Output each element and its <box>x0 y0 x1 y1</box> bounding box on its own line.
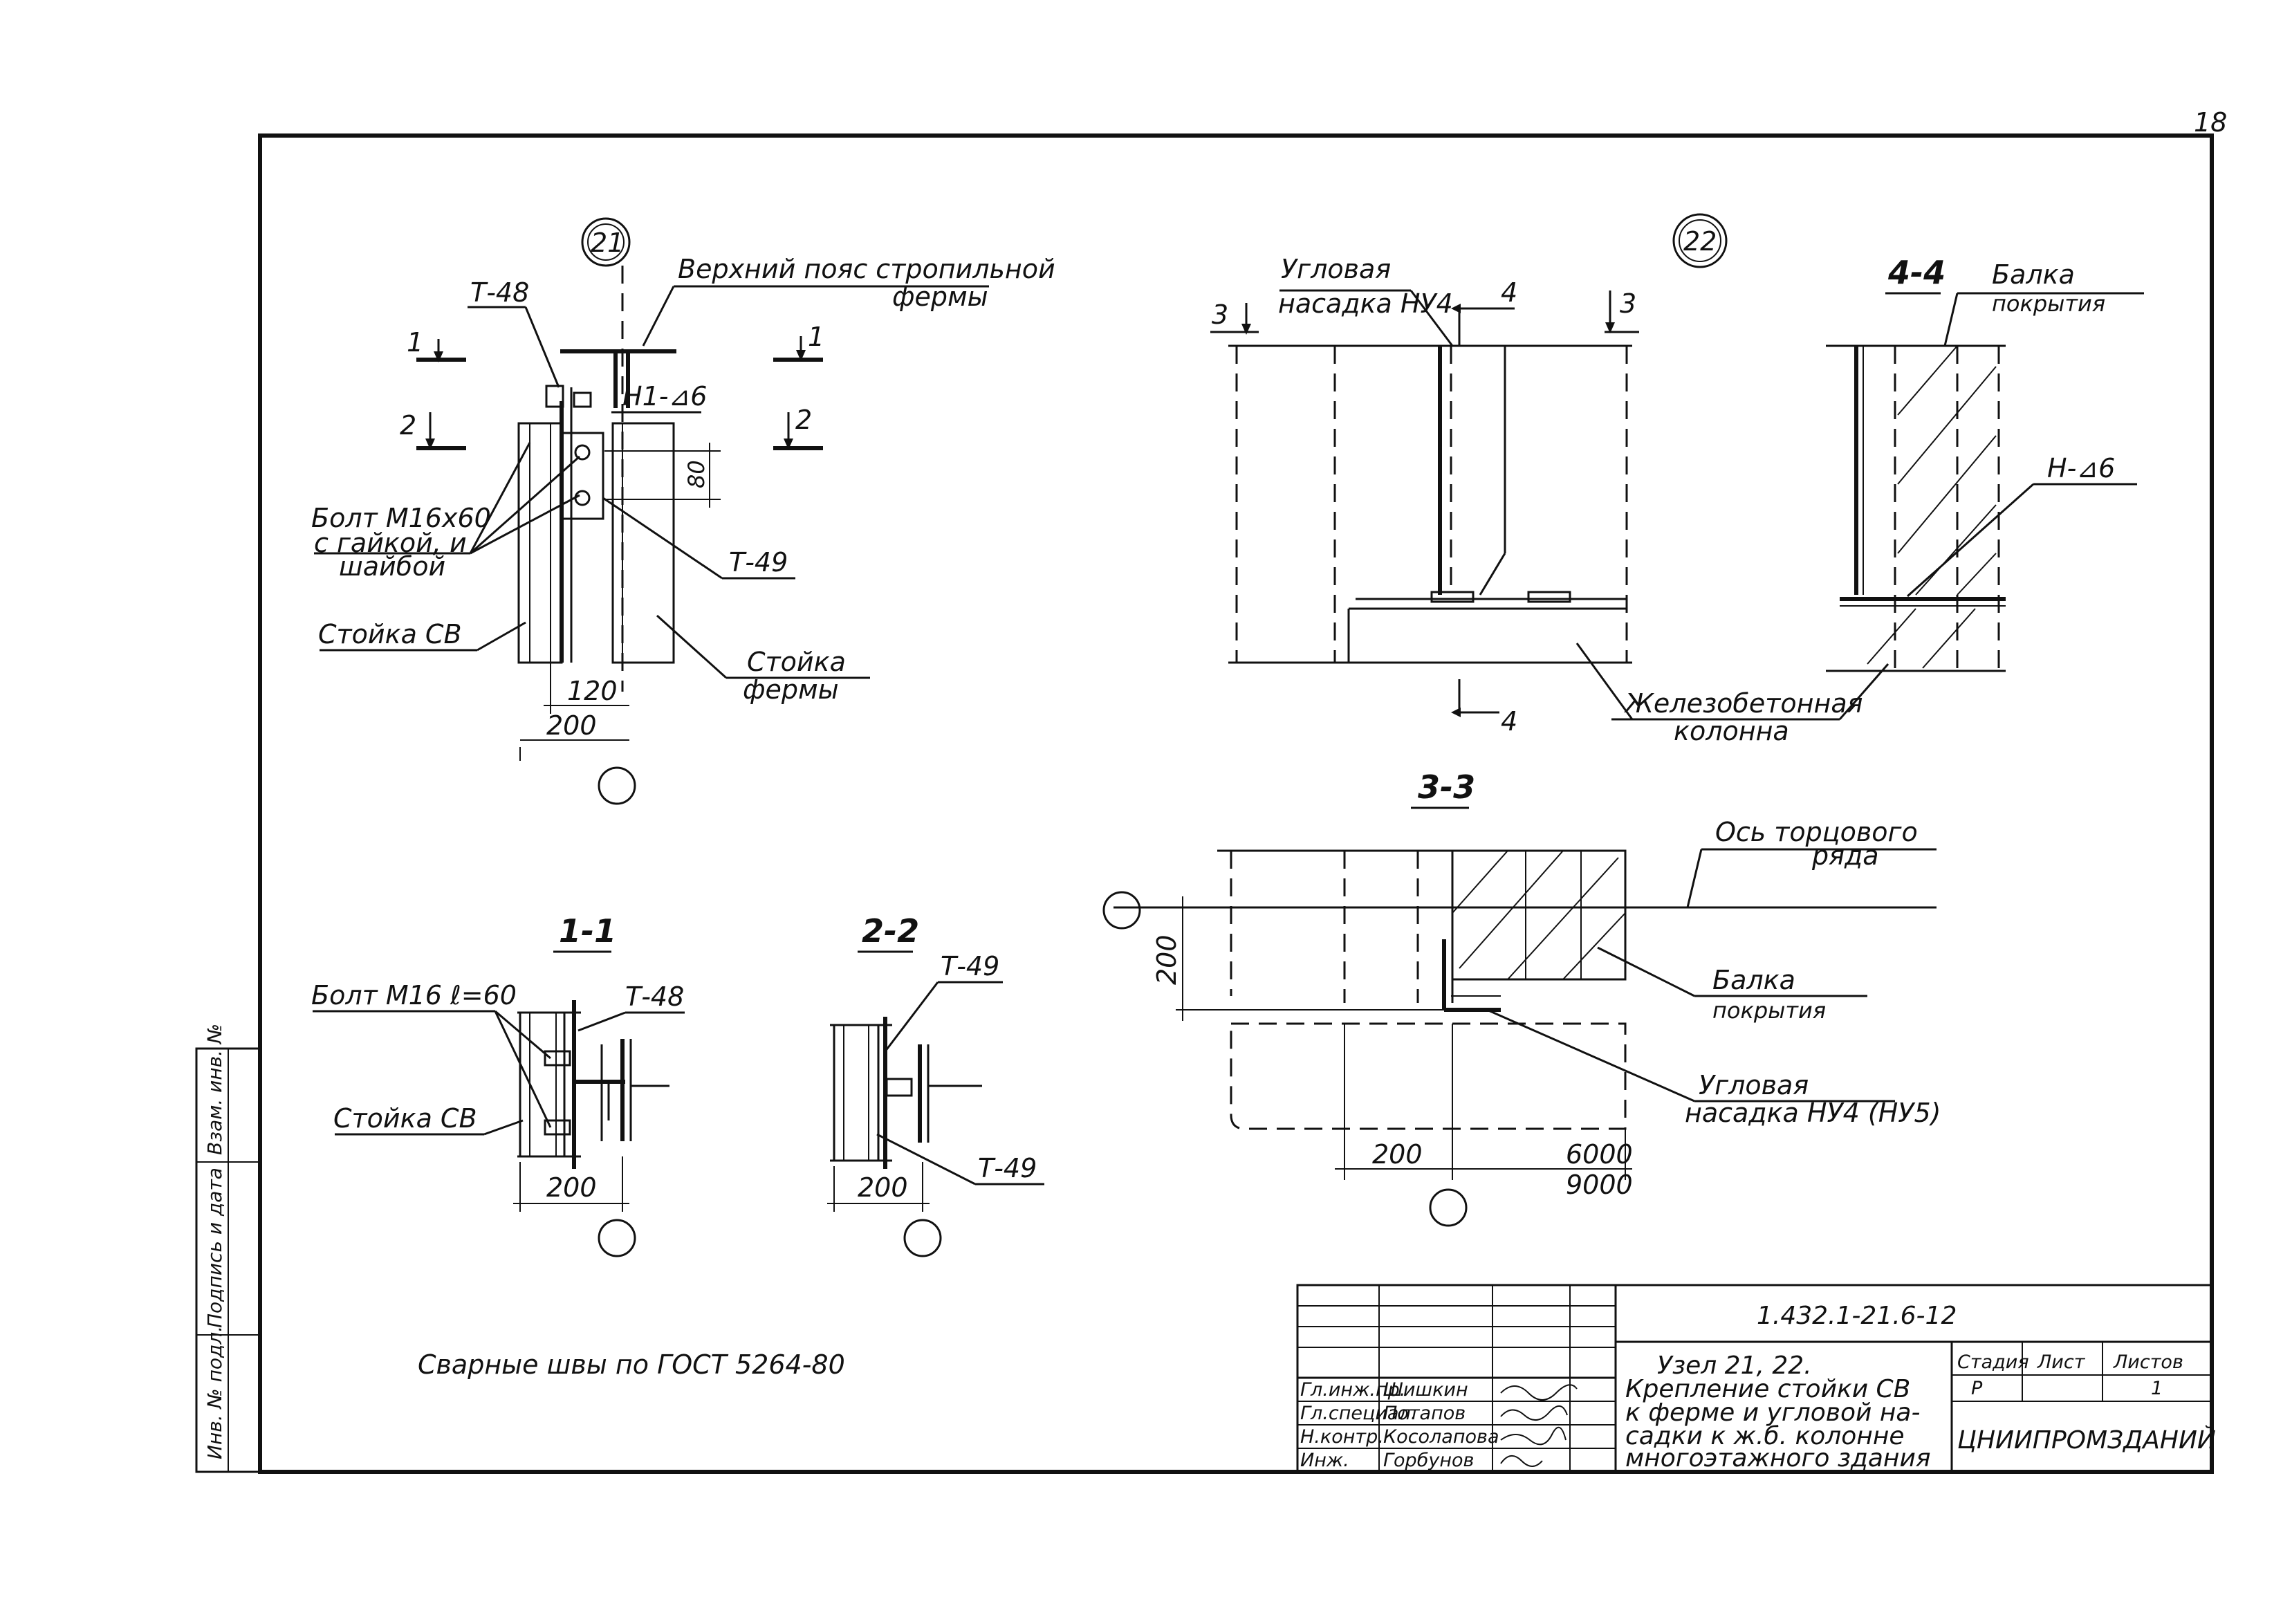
tb-name-4: Горбунов <box>1383 1450 1474 1471</box>
label-corner-1: Угловая <box>1281 254 1391 284</box>
tb-role-2: Гл.специал. <box>1300 1403 1416 1424</box>
node-22-marker <box>1672 213 1728 268</box>
label-span-1: 6000 <box>1566 1139 1633 1170</box>
tb-role-3: Н.контр. <box>1300 1426 1384 1448</box>
tb-role-1: Гл.инж.пр. <box>1300 1379 1405 1401</box>
label-bolt11: Болт М16 ℓ=60 <box>311 980 517 1011</box>
label-t49b: Т-49 <box>978 1153 1037 1183</box>
title-block: 1.432.1-21.6-12 Узел 21, 22. Крепление с… <box>1296 1284 2216 1473</box>
label-beam33-2: покрытия <box>1712 997 1826 1024</box>
label-corner-2: насадка НУ4 <box>1278 288 1453 319</box>
section11-title: 1-1 <box>559 912 616 950</box>
tb-signature-3 <box>1500 1426 1566 1446</box>
tb-sheets: 1 <box>2151 1378 2163 1399</box>
label-t48-11: Т-48 <box>625 981 684 1012</box>
tb-stage: Р <box>1971 1378 1983 1399</box>
label-t49: Т-49 <box>729 547 788 578</box>
label-axis-2: ряда <box>1811 840 1879 871</box>
side-stamp-col3: Взам. инв. № <box>203 1024 226 1155</box>
tb-title-4: садки к ж.б. колонне <box>1625 1422 1905 1450</box>
label-truss-post-1: Стойка <box>747 647 846 677</box>
tb-name-1: Шишкин <box>1383 1379 1468 1401</box>
section-3-3: 3-3 Ось торцового ряда 200 <box>1102 768 1941 1227</box>
cut1-right: 1 <box>808 322 824 352</box>
label-dim22: 200 <box>858 1172 908 1203</box>
cut1-left: 1 <box>407 327 423 358</box>
cut3-left: 3 <box>1212 299 1228 330</box>
label-post-cb: Стойка СВ <box>318 619 462 649</box>
side-stamp-col2: Подпись и дата <box>203 1168 226 1328</box>
tb-title-1: Узел 21, 22. <box>1657 1351 1812 1380</box>
label-beam-1: Балка <box>1992 259 2075 290</box>
tb-sheet-header: Лист <box>2037 1351 2086 1373</box>
label-span-2: 9000 <box>1566 1170 1633 1200</box>
tb-signature-1 <box>1500 1384 1578 1401</box>
tb-name-3: Косолапова <box>1383 1426 1499 1448</box>
label-corner33-2: насадка НУ4 (НУ5) <box>1685 1098 1941 1128</box>
label-column-2: колонна <box>1674 716 1789 746</box>
label-view44: 4-4 <box>1887 254 1946 291</box>
section33-title: 3-3 <box>1418 768 1475 806</box>
label-t48: Т-48 <box>470 277 529 308</box>
node-21-marker-text: 21 <box>591 228 624 258</box>
label-beam-2: покрытия <box>1992 290 2105 317</box>
cut3-right: 3 <box>1620 288 1636 319</box>
tb-title-2: Крепление стойки СВ <box>1625 1375 1910 1403</box>
label-dim120: 120 <box>567 676 618 706</box>
label-dim200-vertical: 200 <box>1152 934 1182 985</box>
label-axis-1: Ось торцового <box>1715 817 1918 847</box>
node-21: 21 1 1 2 2 <box>311 217 1055 805</box>
section-2-2: 2-2 Т-49 Т-49 200 <box>827 912 1044 1257</box>
label-weld-h: Н-⊿6 <box>2047 453 2115 483</box>
cut4-top: 4 <box>1501 277 1517 308</box>
label-t49a: Т-49 <box>941 951 999 981</box>
label-dim-bottom: 200 <box>1372 1139 1423 1170</box>
label-truss-post-2: фермы <box>743 674 839 705</box>
axis-bubble-21 <box>598 766 636 805</box>
axis-bubble-33 <box>1102 891 1141 930</box>
cut4-bottom: 4 <box>1501 706 1517 737</box>
tb-doc-code: 1.432.1-21.6-12 <box>1757 1302 1957 1330</box>
section22-title: 2-2 <box>862 912 919 950</box>
label-dim200: 200 <box>546 710 597 741</box>
label-beam33-1: Балка <box>1712 965 1795 995</box>
side-stamp-col1: Инв. № подл. <box>203 1326 226 1459</box>
tb-stage-header: Стадия <box>1957 1351 2029 1373</box>
label-corner33-1: Угловая <box>1699 1070 1809 1100</box>
label-h1: Н1-⊿6 <box>622 381 707 412</box>
axis-bubble-22 <box>903 1219 942 1257</box>
label-bolt-2: с гайкой, и <box>314 528 467 558</box>
node-22-marker-text: 22 <box>1683 226 1717 257</box>
sheet-frame <box>258 133 2214 1474</box>
label-column-1: Железобетонная <box>1624 688 1863 719</box>
label-dim11: 200 <box>546 1172 597 1203</box>
tb-name-2: Потапов <box>1383 1403 1466 1424</box>
page-number: 18 <box>2194 107 2227 138</box>
cut2-left: 2 <box>400 410 416 441</box>
label-bolt-3: шайбой <box>339 551 445 582</box>
axis-bubble-11 <box>598 1219 636 1257</box>
label-bolt-1: Болт М16х60 <box>311 503 491 533</box>
tb-role-4: Инж. <box>1300 1450 1349 1471</box>
side-stamp: Инв. № подл. Подпись и дата Взам. инв. № <box>195 1024 261 1473</box>
weld-note: Сварные швы по ГОСТ 5264-80 <box>418 1349 845 1380</box>
tb-title-5: многоэтажного здания <box>1625 1444 1931 1473</box>
cut2-right: 2 <box>795 405 812 435</box>
section-1-1: 1-1 Болт М16 ℓ=60 Т-48 Стойка СВ 200 <box>311 912 685 1257</box>
label-dim80: 80 <box>683 460 710 488</box>
tb-signature-4 <box>1500 1455 1543 1467</box>
tb-sheets-header: Листов <box>2113 1351 2183 1373</box>
node-21-marker <box>581 217 631 267</box>
label-chord-2: фермы <box>892 282 988 312</box>
tb-signature-2 <box>1500 1405 1568 1421</box>
axis-bubble-33-bottom <box>1429 1188 1468 1227</box>
tb-title-3: к ферме и угловой на- <box>1625 1399 1920 1427</box>
tb-org: ЦНИИПРОМЗДАНИЙ <box>1957 1425 2216 1455</box>
label-chord: Верхний пояс стропильной <box>678 254 1055 284</box>
label-post11: Стойка СВ <box>333 1103 477 1134</box>
node-22: 22 3 3 4 4 У <box>1210 213 2144 746</box>
